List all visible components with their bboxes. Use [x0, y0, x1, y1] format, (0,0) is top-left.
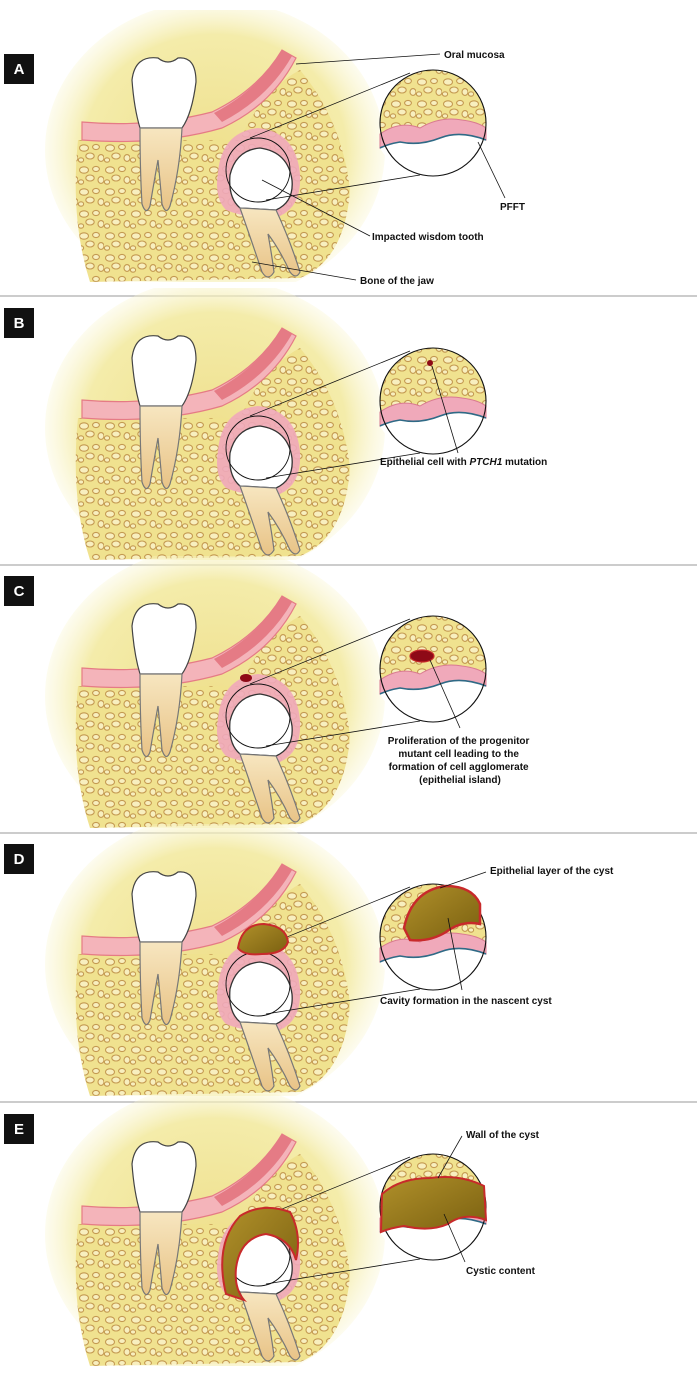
- inset-cyst: [402, 884, 482, 942]
- panel-c-illustration: [45, 546, 486, 846]
- label-bone-of-the-jaw: Bone of the jaw: [360, 276, 434, 287]
- nascent-cyst: [236, 922, 290, 956]
- panel-c-letter: C: [14, 583, 25, 600]
- label-cavity-formation: Cavity formation in the nascent cyst: [380, 996, 552, 1007]
- panel-d: D Epithelial layer of the cyst Cavity fo…: [4, 814, 614, 1114]
- inset-cyst-wall: [379, 1176, 488, 1234]
- panel-a-letter: A: [14, 61, 25, 78]
- label-epithelial-layer: Epithelial layer of the cyst: [490, 866, 614, 877]
- epithelial-island: [409, 649, 435, 663]
- label-wall-of-cyst: Wall of the cyst: [466, 1130, 540, 1141]
- label-oral-mucosa: Oral mucosa: [444, 50, 505, 61]
- label-impacted-wisdom-tooth: Impacted wisdom tooth: [372, 232, 484, 243]
- epithelial-island-small: [240, 674, 252, 682]
- label-cystic-content: Cystic content: [466, 1266, 536, 1277]
- panel-e-letter: E: [14, 1121, 24, 1138]
- panel-a-badge: [4, 54, 34, 84]
- panel-a-illustration: [45, 0, 486, 300]
- panel-d-letter: D: [14, 851, 25, 868]
- panel-c-badge: [4, 576, 34, 606]
- mutated-cell-marker: [427, 360, 433, 366]
- label-pfft: PFFT: [500, 202, 525, 213]
- panel-b-badge: [4, 308, 34, 338]
- panel-d-illustration: [45, 814, 486, 1114]
- cyst-on-jaw: [221, 1206, 299, 1303]
- panel-b-illustration: [45, 278, 486, 578]
- label-proliferation: Proliferation of the progenitor mutant c…: [388, 736, 532, 786]
- panel-e: E Wall of the cyst Cystic content: [4, 1084, 540, 1380]
- panel-c: C Proliferation of the progenitor mutant…: [4, 546, 532, 846]
- panel-b-letter: B: [14, 315, 25, 332]
- panel-b: B Epithelial cell with PTCH1 mutation: [4, 278, 547, 578]
- panel-d-badge: [4, 844, 34, 874]
- label-ptch1-mutation: Epithelial cell with PTCH1 mutation: [380, 457, 547, 468]
- panel-a: A Oral mucosa PFFT Impacted wisdom tooth…: [4, 0, 525, 300]
- panel-e-badge: [4, 1114, 34, 1144]
